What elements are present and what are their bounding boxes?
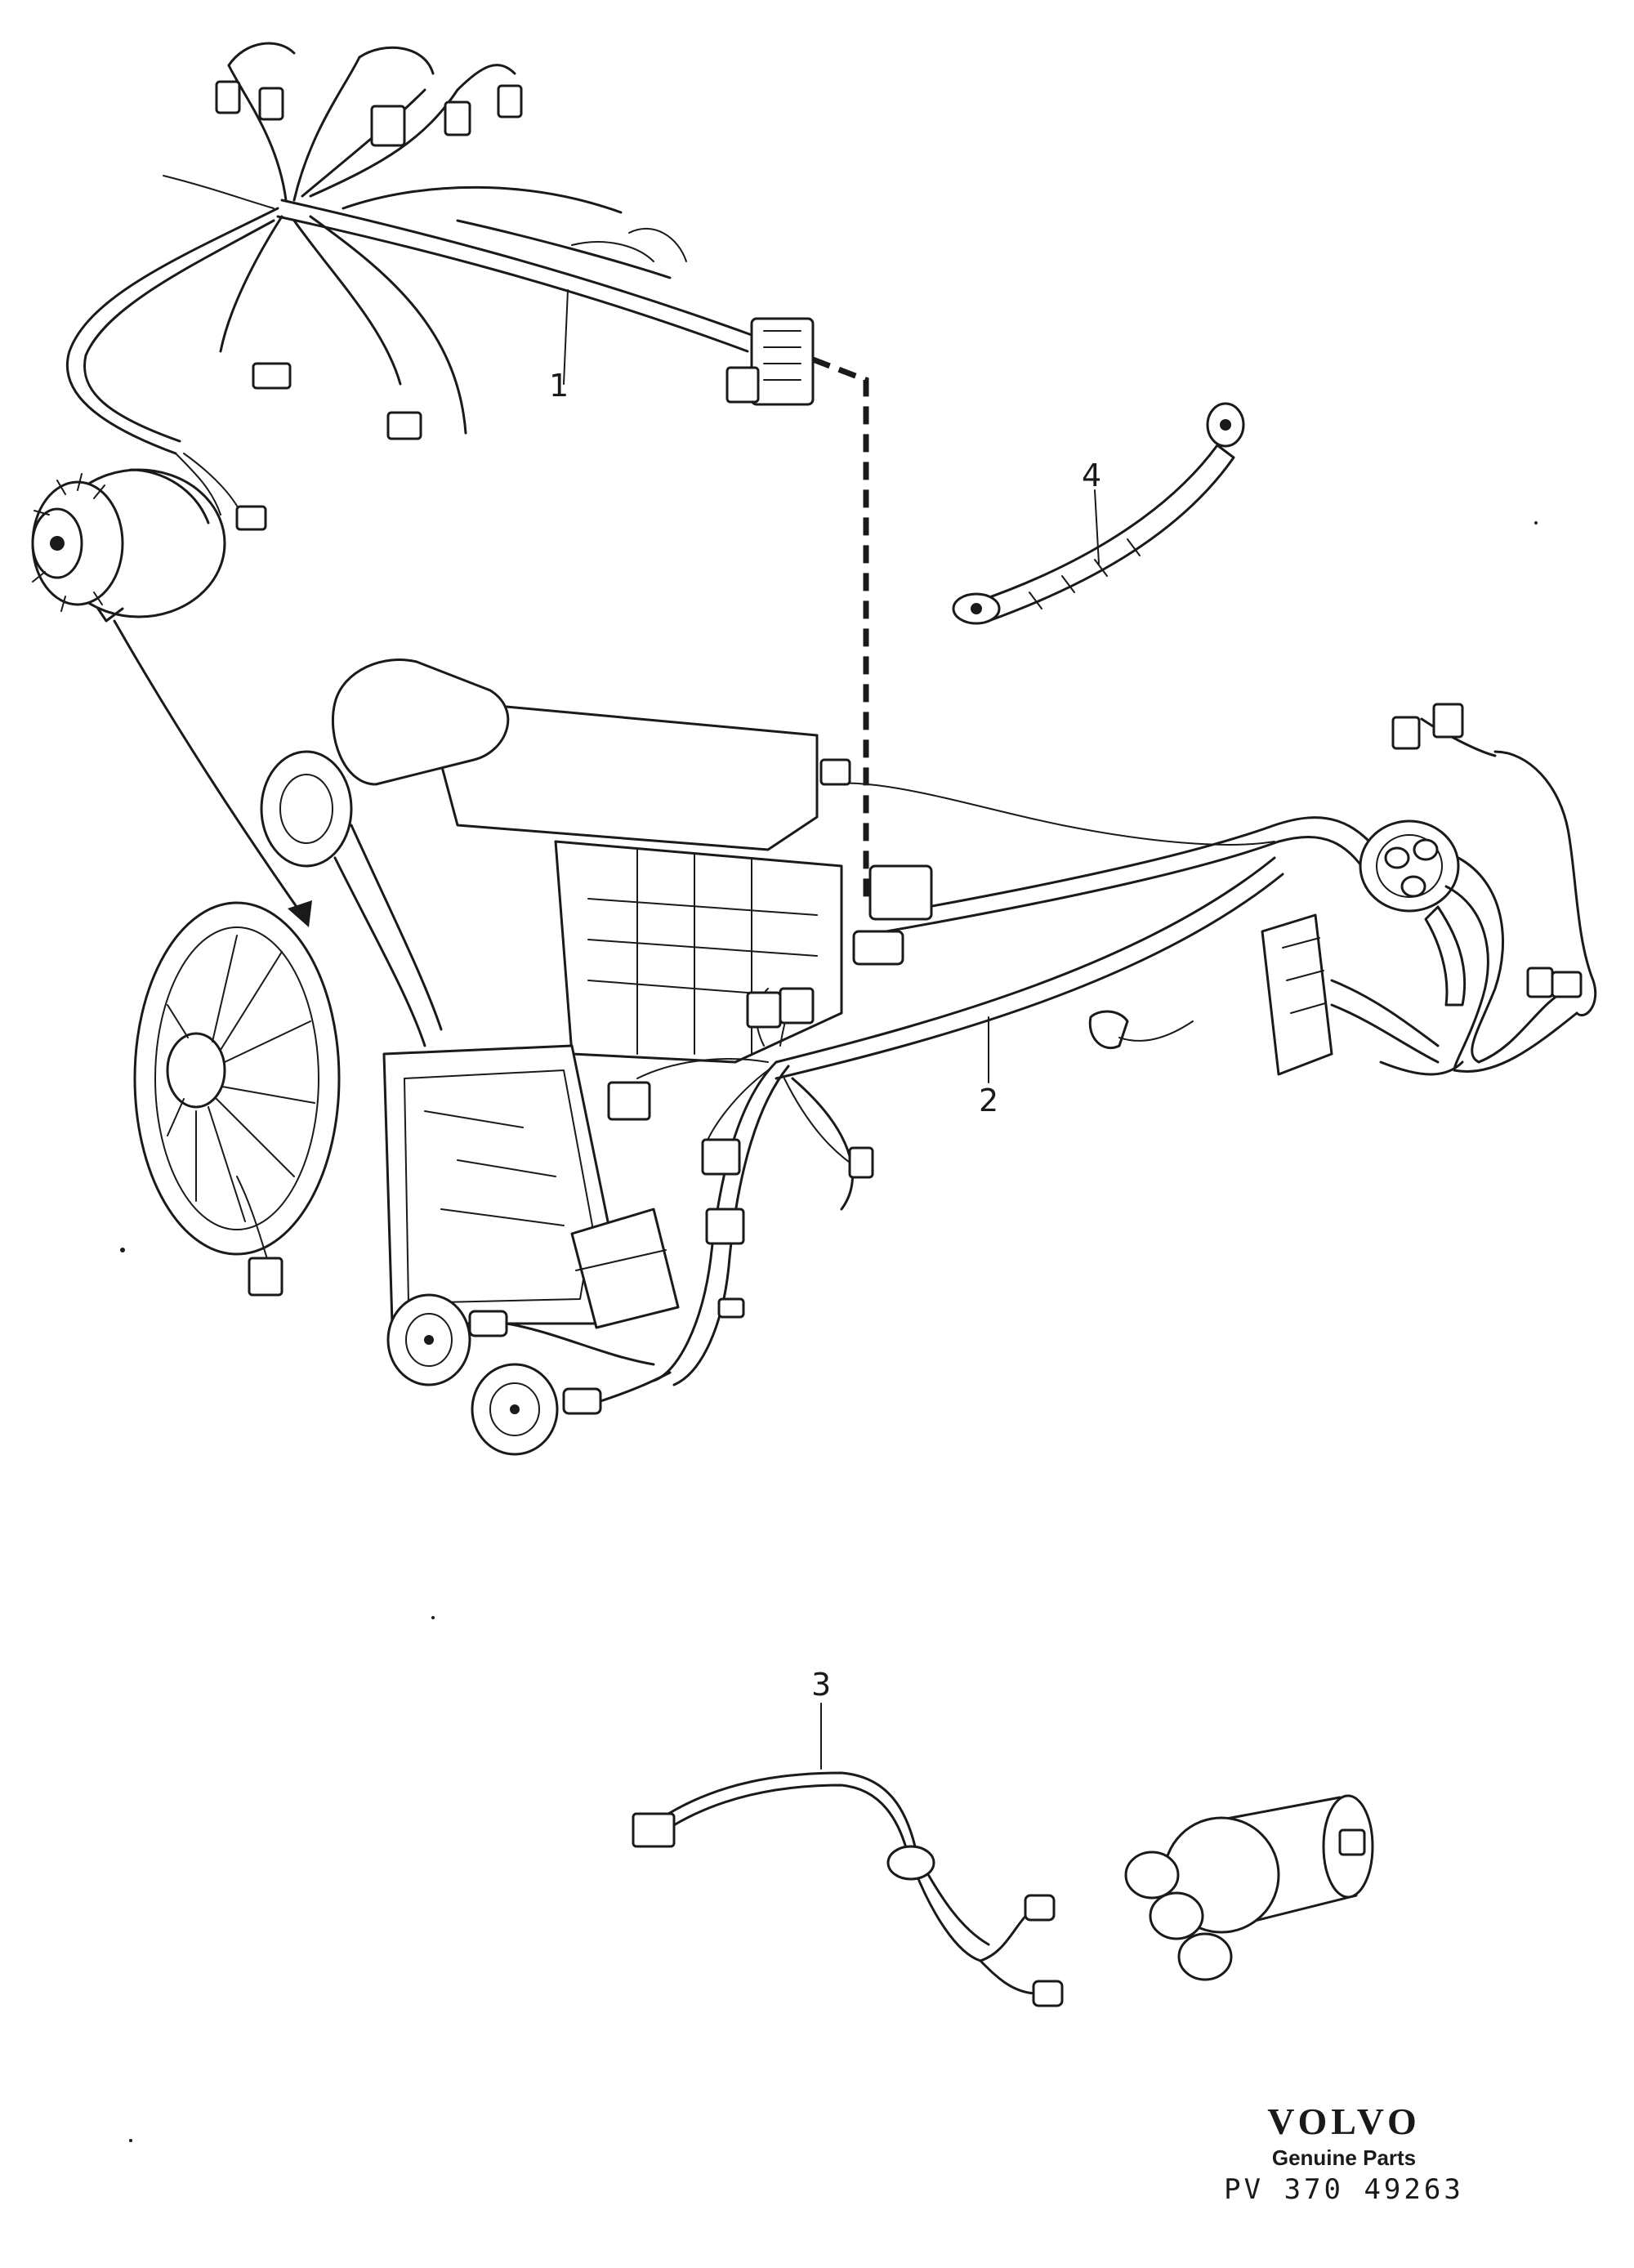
installation-arrow	[113, 619, 304, 917]
headlamp	[382, 1044, 680, 1329]
radiator-fan	[133, 901, 341, 1297]
callout-3: 3	[811, 1667, 831, 1770]
fuel-pump-harness	[632, 1771, 1374, 2007]
ground-strap	[952, 402, 1245, 625]
callout-label: 1	[549, 368, 569, 404]
arrow-head	[288, 900, 312, 927]
connection-dashed-line	[811, 356, 869, 899]
callout-2: 2	[979, 1016, 998, 1118]
callout-1: 1	[549, 289, 569, 404]
callout-label: 2	[979, 1083, 998, 1118]
diagram-code: PV 370 49263	[1224, 2173, 1464, 2206]
engine-wiring-harness	[65, 42, 815, 531]
front-wiring-harness	[607, 703, 1597, 1386]
callout-label: 4	[1082, 458, 1101, 493]
genuine-parts-label: Genuine Parts	[1271, 2145, 1417, 2170]
callout-label: 3	[811, 1667, 831, 1703]
callout-4: 4	[1082, 458, 1101, 565]
footer: VOLVO Genuine Parts PV 370 49263	[1221, 2100, 1467, 2208]
horns	[386, 1293, 672, 1456]
alternator	[31, 468, 226, 623]
brand-logo: VOLVO	[1267, 2101, 1421, 2142]
